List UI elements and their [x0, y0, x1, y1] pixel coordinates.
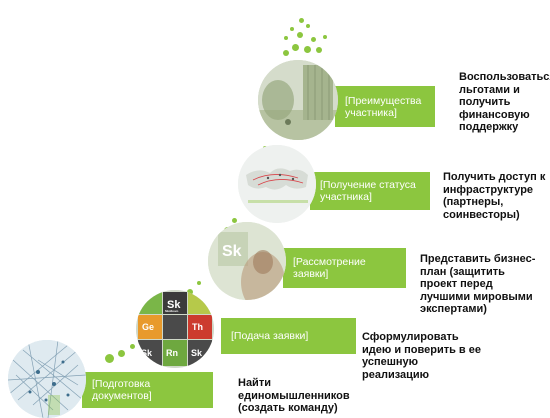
trail-dot	[130, 344, 135, 349]
tile-text: Rn	[166, 348, 178, 358]
stage-bar: [Подача заявки]	[221, 318, 356, 354]
trail-dot	[311, 37, 316, 42]
stage-bar: [Преимущества участника]	[335, 86, 435, 127]
stage-description: Сформулировать идею и поверить в ее успе…	[362, 331, 481, 381]
architecture-photo-icon	[258, 60, 338, 140]
skolkovo-tiles-photo-icon: Sk Skolkovo Ge Th Sk Rn Sk	[136, 290, 214, 368]
tile-text: Sk	[191, 348, 203, 358]
stage-bar: [Получение статуса участника]	[310, 172, 430, 210]
tile-text: Skolkovo	[165, 309, 179, 313]
trail-dot	[292, 44, 299, 51]
trail-dot	[197, 281, 201, 285]
stage-description: Найти единомышленников (создать команду)	[238, 377, 350, 414]
tile-text: Ge	[142, 322, 154, 332]
stage-label: [Подготовка документов]	[92, 378, 152, 402]
trail-dot	[306, 24, 310, 28]
stage-description: Воспользоваться льготами и получить фина…	[459, 71, 550, 133]
trail-dot	[316, 47, 322, 53]
trail-dot	[232, 218, 237, 223]
stage-bar: [Подготовка документов]	[82, 372, 213, 408]
skolkovo-logo-photo-icon: Sk	[208, 222, 286, 300]
trail-dot	[297, 32, 303, 38]
stage-description: Представить бизнес-план (защитить проект…	[420, 253, 536, 315]
trail-dot	[304, 46, 311, 53]
stage-bar: [Рассмотрение заявки]	[283, 248, 406, 288]
trail-dot	[290, 27, 294, 31]
tile-text: Sk	[141, 348, 153, 358]
tile-text: Th	[192, 322, 203, 332]
trail-dot	[299, 18, 304, 23]
stage-label: [Получение статуса участника]	[320, 179, 416, 203]
trail-dot	[105, 354, 114, 363]
trail-dot	[283, 50, 289, 56]
stage-label: [Рассмотрение заявки]	[293, 256, 366, 280]
network-photo-icon	[8, 340, 86, 418]
svg-text:Sk: Sk	[222, 243, 242, 260]
stage-label: [Преимущества участника]	[345, 94, 422, 119]
stage-label: [Подача заявки]	[231, 330, 309, 342]
tile-text: Sk	[167, 299, 181, 311]
trail-dot	[284, 36, 288, 40]
stage-description: Получить доступ к инфраструктуре (партне…	[443, 171, 546, 221]
trail-dot	[323, 35, 327, 39]
trail-dot	[118, 350, 125, 357]
world-map-photo-icon	[238, 145, 316, 223]
